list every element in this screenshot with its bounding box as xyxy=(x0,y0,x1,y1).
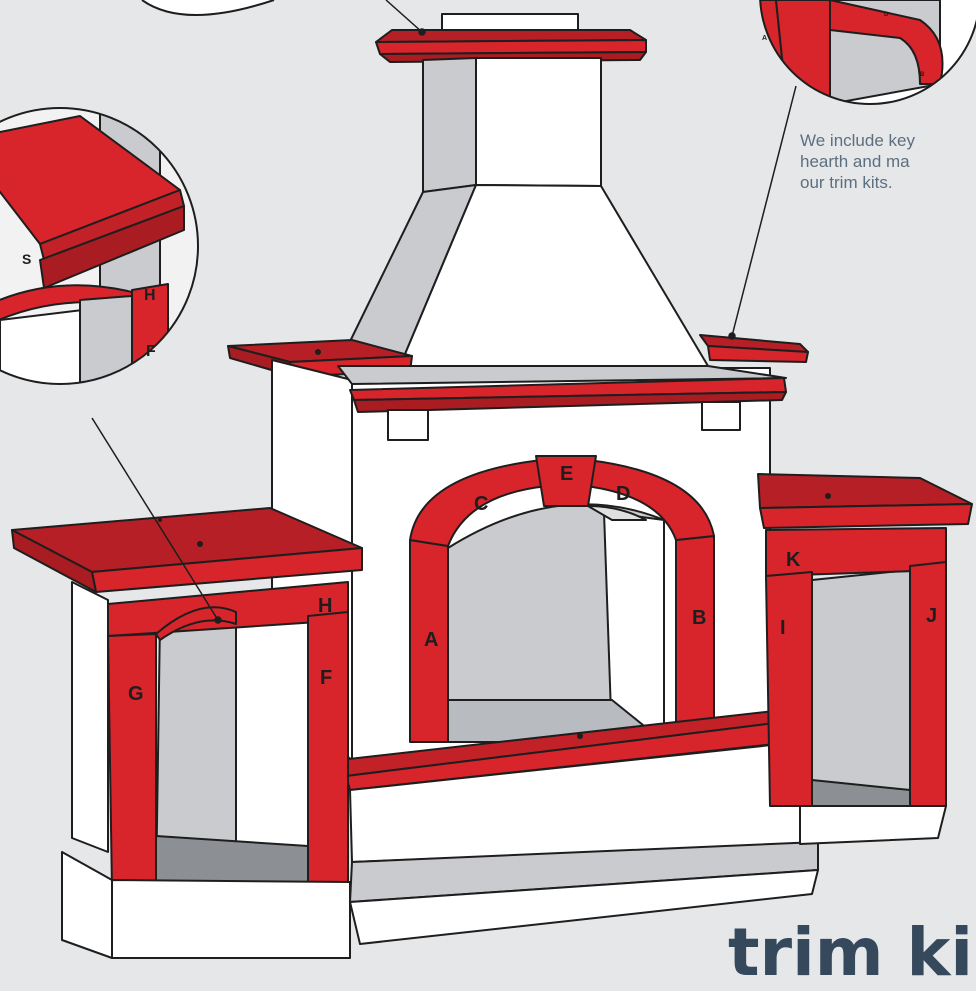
label-arch-right-curve: D xyxy=(616,483,630,505)
label-right-box-right-leg: J xyxy=(926,605,937,627)
zoom-circle-right xyxy=(740,0,976,120)
label-right-box-left-leg: I xyxy=(780,617,786,639)
label-zoom-left-leg: F xyxy=(146,343,156,360)
fireplace-diagram: A B C D E F G H I J K S H F A D B We inc… xyxy=(0,0,976,970)
label-zoom-left-top: S xyxy=(22,251,31,267)
label-zoom-left-header: H xyxy=(144,287,156,304)
zoom-circle-top-left xyxy=(142,0,274,15)
label-arch-left-curve: C xyxy=(474,493,488,515)
fireplace-hood xyxy=(338,185,708,366)
label-left-box-left-leg: G xyxy=(128,683,144,705)
label-keystone: E xyxy=(560,463,573,485)
zoom-circle-left xyxy=(0,84,200,400)
label-left-box-header: H xyxy=(318,595,332,617)
label-arch-left-leg: A xyxy=(424,629,438,651)
label-left-box-right-leg: F xyxy=(320,667,332,689)
chimney-cap xyxy=(376,14,646,62)
label-zoom-right-curve: D xyxy=(884,12,889,18)
label-zoom-right-leg: A xyxy=(762,35,767,42)
right-wood-box xyxy=(758,474,972,844)
label-zoom-right-corner: B xyxy=(920,72,925,78)
label-arch-right-leg: B xyxy=(692,607,706,629)
label-right-box-header: K xyxy=(786,549,801,571)
firebox xyxy=(448,504,664,742)
caption-text: We include key hearth and ma our trim ki… xyxy=(800,130,976,193)
page-title: trim ki xyxy=(728,918,973,988)
chimney-stack xyxy=(423,58,601,192)
